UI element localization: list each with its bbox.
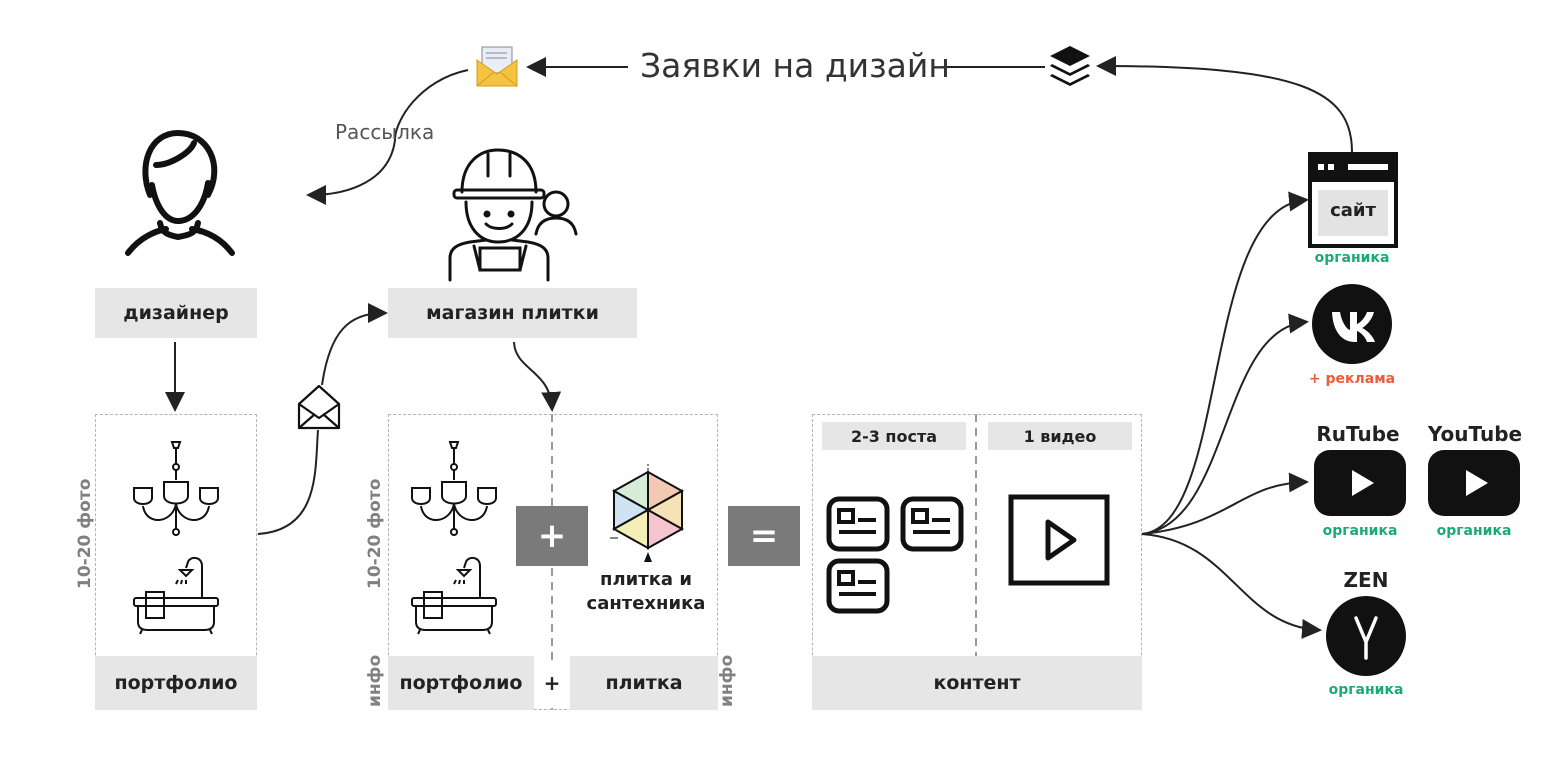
youtube-play-icon (1428, 450, 1520, 516)
mailing-label: Рассылка (335, 120, 435, 144)
middle-label-plus: + (535, 664, 569, 702)
designer-label: дизайнер (95, 288, 257, 338)
post-card-icon (900, 496, 964, 552)
youtube-name: YouTube (1427, 422, 1523, 446)
mail-icon (297, 384, 341, 430)
zen-organic: органика (1328, 682, 1404, 698)
portfolio-left-label: портфолио (95, 656, 257, 710)
post-card-icon (826, 558, 890, 614)
site-label: сайт (1330, 200, 1376, 221)
middle-tile-label: плитка (570, 656, 718, 710)
content-label: контент (812, 656, 1142, 710)
video-label: 1 видео (988, 422, 1132, 450)
posts-label: 2-3 поста (822, 422, 966, 450)
zen-name: ZEN (1343, 568, 1389, 592)
middle-frame (388, 414, 718, 710)
chandelier-icon (133, 441, 219, 536)
rutube-play-icon (1314, 450, 1406, 516)
bathtub-icon (133, 556, 219, 635)
zen-logo-icon (1326, 596, 1406, 676)
equals-operator: = (728, 506, 800, 566)
middle-info-left: инфо (365, 654, 385, 707)
site-organic: органика (1314, 250, 1390, 266)
shop-label: магазин плитки (388, 288, 637, 338)
requests-title: Заявки на дизайн (640, 46, 950, 85)
vk-ads: + реклама (1308, 371, 1396, 387)
youtube-organic: органика (1436, 523, 1512, 539)
envelope-icon (476, 46, 518, 87)
browser-window-icon (1308, 152, 1398, 248)
plus-operator: + (516, 506, 588, 566)
middle-portfolio-label: портфолио (388, 656, 534, 710)
bathtub-icon (411, 556, 497, 635)
builder-icon (448, 148, 578, 282)
layers-icon (1050, 46, 1090, 86)
vk-logo-icon (1312, 284, 1392, 364)
chandelier-icon (411, 441, 497, 536)
video-play-icon (1008, 494, 1110, 586)
tile-hexagon-icon (610, 464, 685, 562)
portfolio-left-photos: 10-20 фото (75, 478, 95, 589)
tile-caption: плитка и сантехника (586, 569, 706, 614)
middle-info-right: инфо (717, 654, 737, 707)
middle-photos: 10-20 фото (365, 478, 385, 589)
rutube-organic: органика (1322, 523, 1398, 539)
rutube-name: RuTube (1316, 422, 1400, 446)
post-card-icon (826, 496, 890, 552)
designer-avatar-icon (125, 129, 235, 256)
